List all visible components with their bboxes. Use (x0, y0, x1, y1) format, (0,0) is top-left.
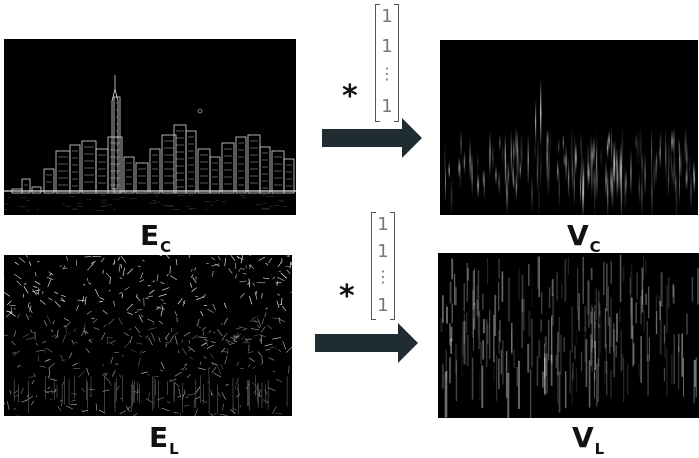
landscape-vertical-response-image (438, 253, 699, 418)
arrow-right-icon (315, 323, 418, 363)
convolution-operator-top: * (342, 82, 358, 112)
vertical-kernel-top: 1 1 ⋮ 1 (375, 4, 399, 122)
vl-label: VL (572, 424, 604, 452)
convolution-operator-bottom: * (339, 282, 355, 312)
city-vertical-response-image (440, 40, 698, 215)
city-edge-image (4, 39, 296, 215)
kernel-entry: 1 (376, 38, 398, 56)
kernel-entry: 1 (372, 243, 394, 261)
kernel-vdots: ⋮ (372, 269, 394, 285)
kernel-entry: 1 (372, 297, 394, 315)
kernel-entry: 1 (372, 216, 394, 234)
kernel-entry: 1 (376, 8, 398, 26)
arrow-right-icon (322, 118, 422, 158)
el-label: EL (149, 424, 179, 452)
vc-label: VC (567, 222, 601, 250)
kernel-vdots: ⋮ (376, 66, 398, 82)
landscape-edge-image (4, 255, 292, 416)
vertical-kernel-bottom: 1 1 ⋮ 1 (371, 212, 395, 320)
kernel-entry: 1 (376, 98, 398, 116)
ec-label: EC (140, 222, 171, 250)
